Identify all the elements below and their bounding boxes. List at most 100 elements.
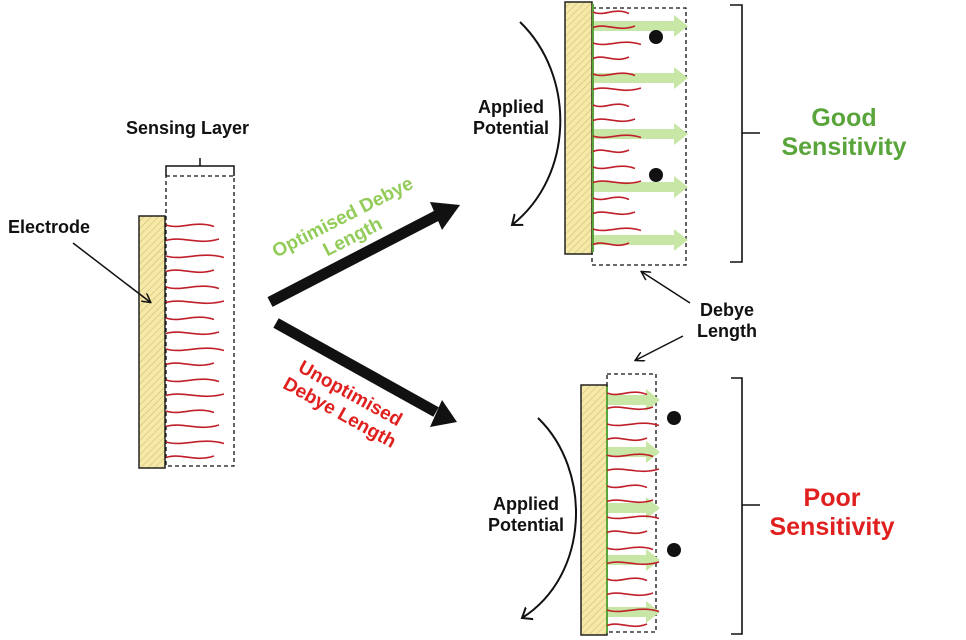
sensing-layer-bracket xyxy=(165,158,235,176)
debye-length-label: Debye Length xyxy=(672,300,782,341)
applied-potential-arrow-top xyxy=(512,21,562,225)
field-arrow xyxy=(594,123,688,145)
applied-potential-bottom-line-2: Potential xyxy=(487,514,564,535)
target-molecule-icon xyxy=(649,30,663,44)
receptor-icon xyxy=(656,412,666,430)
dna-strand xyxy=(165,316,215,321)
applied-potential-label-top: Applied Potential xyxy=(455,97,567,138)
dna-strand xyxy=(165,254,225,259)
field-arrow xyxy=(608,441,660,463)
target-molecule-icon xyxy=(667,411,681,425)
electrode-pointer-arrow xyxy=(72,242,150,302)
dna-strand xyxy=(165,347,225,352)
dna-strand xyxy=(606,608,660,613)
field-arrow xyxy=(594,67,688,89)
good-bracket xyxy=(730,4,760,263)
dna-strand xyxy=(165,409,215,414)
field-arrow xyxy=(594,176,688,198)
dna-strand xyxy=(592,211,636,216)
sensing-layer-box xyxy=(165,175,235,467)
dna-strand xyxy=(165,455,215,460)
applied-potential-top-line-2: Potential xyxy=(472,117,549,138)
dna-strand xyxy=(592,242,630,247)
dna-strand xyxy=(165,378,220,383)
target-molecule-icon xyxy=(667,543,681,557)
dna-strand xyxy=(606,453,654,458)
electrode-left xyxy=(138,215,166,469)
dna-strand xyxy=(165,223,215,228)
dna-strand xyxy=(606,592,654,597)
dna-strand xyxy=(165,440,225,445)
dna-strand xyxy=(165,362,215,367)
receptor-icon xyxy=(642,108,651,124)
dna-strand xyxy=(606,546,654,551)
dna-strand xyxy=(606,623,648,628)
optimised-path-arrow xyxy=(267,202,460,307)
dna-strand xyxy=(606,437,648,442)
dna-strand xyxy=(592,41,642,46)
debye-pointer-arrow-top xyxy=(642,272,691,304)
dna-strand xyxy=(165,269,215,274)
field-arrow xyxy=(594,229,688,251)
field-arrow xyxy=(594,15,688,37)
dna-strand xyxy=(606,561,660,566)
sensing-layer-label: Sensing Layer xyxy=(126,118,250,138)
receptor-icon xyxy=(212,451,221,467)
dna-strand xyxy=(606,468,660,473)
dna-strand xyxy=(606,515,660,520)
good-line-1: Good xyxy=(811,104,877,132)
dna-strand xyxy=(592,180,642,185)
electrode-label: Electrode xyxy=(8,217,91,237)
dna-strand xyxy=(592,196,630,201)
poor-sensitivity-label: Poor Sensitivity xyxy=(752,484,912,542)
good-line-2: Sensitivity xyxy=(781,132,907,161)
dna-strand xyxy=(165,238,220,243)
dna-strand xyxy=(592,118,636,123)
debye-pointer-arrow-bottom xyxy=(636,335,684,360)
target-molecule-icon xyxy=(649,168,663,182)
dna-strand xyxy=(592,72,636,77)
electrode-bottom xyxy=(580,384,608,636)
dna-strand xyxy=(592,134,642,139)
dna-strand xyxy=(592,165,636,170)
receptor-icon xyxy=(218,247,227,263)
applied-potential-bottom-line-1: Applied xyxy=(493,494,559,514)
dna-strand xyxy=(606,530,648,535)
dna-strand xyxy=(165,393,225,398)
dna-strand xyxy=(606,484,648,489)
dna-strand xyxy=(165,331,220,336)
field-arrow xyxy=(608,549,660,571)
dna-strand xyxy=(606,577,648,582)
electrode-top xyxy=(564,1,593,255)
poor-line-2: Sensitivity xyxy=(769,512,895,541)
good-sensitivity-label: Good Sensitivity xyxy=(764,104,924,162)
dna-strand xyxy=(606,422,660,427)
dna-strand xyxy=(165,424,220,429)
field-arrow xyxy=(608,601,660,623)
dna-strand xyxy=(592,103,630,108)
dna-strand xyxy=(606,391,648,396)
dna-strand xyxy=(606,499,654,504)
dna-strand xyxy=(592,25,636,30)
applied-potential-label-bottom: Applied Potential xyxy=(470,494,582,535)
debye-length-line-1: Debye xyxy=(699,300,755,320)
dna-strand xyxy=(165,300,225,305)
dna-strand xyxy=(592,10,630,15)
receptor-icon xyxy=(215,320,224,336)
dna-strand xyxy=(165,285,220,290)
receptor-icon xyxy=(650,617,659,633)
poor-line-1: Poor xyxy=(803,484,861,512)
field-arrow xyxy=(608,497,660,519)
dna-strand xyxy=(592,227,642,232)
dna-strand xyxy=(592,56,630,61)
dna-strand xyxy=(606,406,654,411)
receptor-icon xyxy=(656,487,665,503)
applied-potential-top-line-1: Applied xyxy=(478,97,544,117)
dna-strand xyxy=(592,87,642,92)
applied-potential-arrow-bottom xyxy=(522,417,577,618)
unoptimised-path-arrow xyxy=(273,318,457,427)
dna-strand xyxy=(592,149,630,154)
poor-bracket xyxy=(731,377,760,635)
debye-length-line-2: Length xyxy=(697,320,757,341)
